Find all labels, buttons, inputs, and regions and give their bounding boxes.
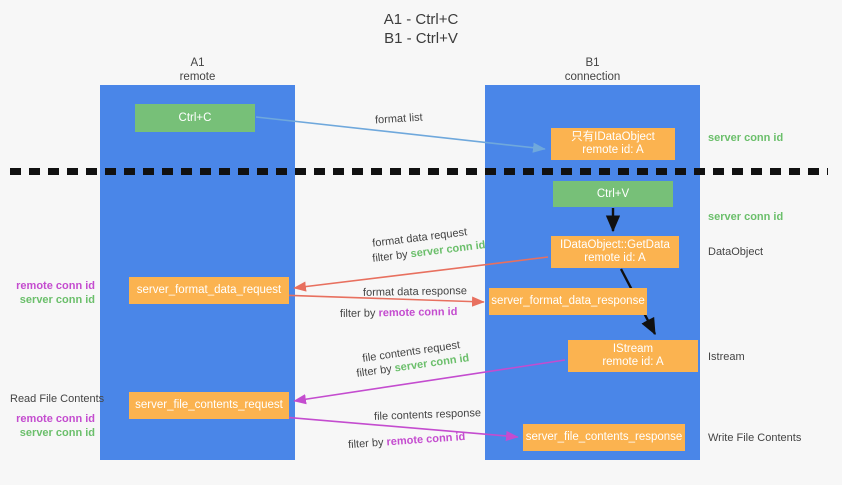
- box-server-file-contents-request[interactable]: server_file_contents_request: [129, 392, 289, 419]
- box-server-file-contents-response[interactable]: server_file_contents_response: [523, 424, 685, 451]
- lane-b1-role: connection: [564, 71, 621, 83]
- lane-a1-role: remote: [179, 71, 216, 83]
- label-format-data-response: format data response: [362, 285, 468, 299]
- phase-separator-dashed-line: [10, 168, 828, 175]
- annotation-write-file-contents: Write File Contents: [708, 432, 802, 444]
- label-format-list: format list: [374, 111, 424, 127]
- annotation-server-conn-id: server conn id: [19, 427, 95, 439]
- filter-by-text: filter by: [371, 248, 409, 265]
- annotation-read-file-contents: Read File Contents: [10, 393, 105, 405]
- box-idataobject-getdata[interactable]: IDataObject::GetData remote id: A: [551, 236, 679, 268]
- box-server-file-contents-request-label: server_file_contents_request: [135, 399, 283, 411]
- annotation-server-conn-id-top: server conn id: [708, 132, 784, 144]
- filter-by-text: filter by: [355, 363, 393, 380]
- annotation-istream: Istream: [708, 351, 745, 363]
- lane-header-b1: B1 connection: [485, 56, 700, 84]
- remote-conn-id-text: remote conn id: [378, 305, 458, 320]
- box-server-format-data-response[interactable]: server_format_data_response: [489, 288, 647, 315]
- box-istream-line2: remote id: A: [602, 356, 664, 368]
- annotation-remote-conn-id: remote conn id: [16, 280, 95, 292]
- lane-b1-name: B1: [585, 57, 600, 69]
- box-ctrl-v-label: Ctrl+V: [596, 187, 630, 200]
- filter-by-text: filter by: [347, 436, 384, 452]
- annotation-dataobject: DataObject: [708, 246, 764, 258]
- diagram-title: A1 - Ctrl+C B1 - Ctrl+V: [0, 10, 842, 48]
- box-server-format-data-request-label: server_format_data_request: [136, 284, 282, 296]
- box-idataobject[interactable]: 只有IDataObject remote id: A: [551, 128, 675, 160]
- box-getdata-line1: IDataObject::GetData: [560, 239, 670, 251]
- annotation-server-conn-id: server conn id: [19, 294, 95, 306]
- box-istream[interactable]: IStream remote id: A: [568, 340, 698, 372]
- annotation-left-conn-ids-top: remote conn id server conn id: [10, 279, 95, 307]
- box-idataobject-line2: remote id: A: [582, 144, 644, 156]
- label-file-contents-response: file contents response: [373, 407, 482, 423]
- filter-by-text: filter by: [339, 307, 376, 321]
- remote-conn-id-text: remote conn id: [386, 430, 466, 449]
- title-line-2: B1 - Ctrl+V: [384, 30, 458, 47]
- title-line-1: A1 - Ctrl+C: [383, 11, 459, 28]
- box-istream-line1: IStream: [612, 343, 654, 355]
- box-ctrl-c-label: Ctrl+C: [178, 111, 212, 124]
- box-server-file-contents-response-label: server_file_contents_response: [525, 431, 683, 443]
- lane-header-a1: A1 remote: [100, 56, 295, 84]
- box-server-format-data-request[interactable]: server_format_data_request: [129, 277, 289, 304]
- lane-a1-name: A1: [190, 57, 205, 69]
- annotation-left-conn-ids-bottom: remote conn id server conn id: [10, 412, 95, 440]
- box-ctrl-c[interactable]: Ctrl+C: [135, 104, 255, 132]
- label-format-data-response-filter: filter by remote conn id: [340, 305, 458, 321]
- box-getdata-line2: remote id: A: [584, 252, 646, 264]
- annotation-remote-conn-id: remote conn id: [16, 413, 95, 425]
- label-file-contents-response-filter: filter by remote conn id: [348, 430, 466, 452]
- box-ctrl-v[interactable]: Ctrl+V: [553, 181, 673, 207]
- box-server-format-data-response-label: server_format_data_response: [491, 295, 645, 307]
- annotation-server-conn-id-second: server conn id: [708, 211, 784, 223]
- box-idataobject-line1: 只有IDataObject: [571, 131, 655, 143]
